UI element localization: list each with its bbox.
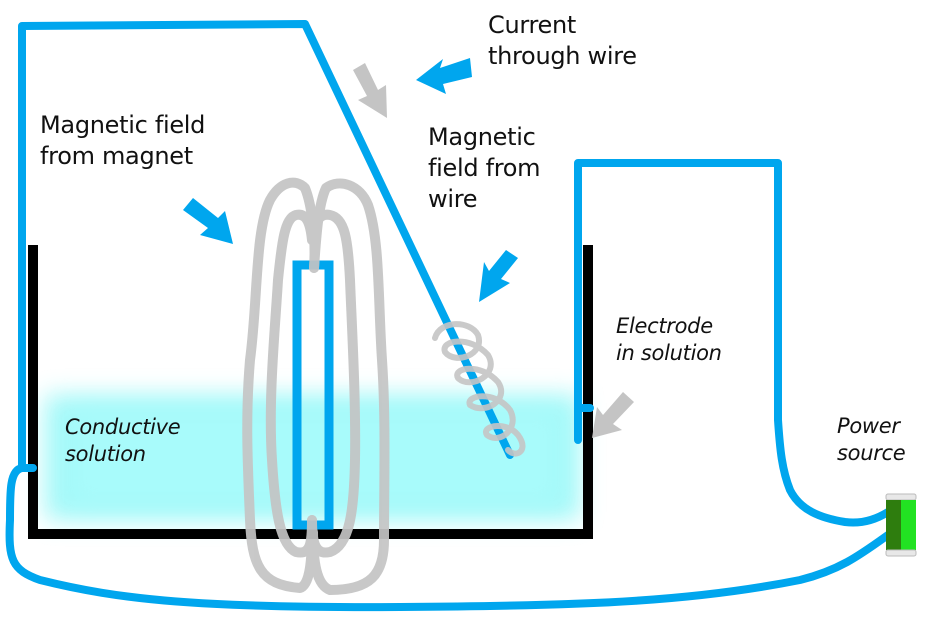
arrow-icon bbox=[353, 63, 387, 118]
battery-icon bbox=[885, 493, 917, 557]
circuit-wire bbox=[5, 20, 892, 612]
label-magnetic-field-from-magnet: Magnetic field from magnet bbox=[40, 111, 206, 171]
label-current-through-wire: Current through wire bbox=[488, 11, 637, 71]
arrow-icon bbox=[592, 392, 634, 438]
arrow-icon bbox=[416, 58, 472, 94]
arrow-wire-field bbox=[479, 250, 518, 302]
arrow-current bbox=[416, 58, 472, 94]
wire-electrode bbox=[574, 159, 892, 527]
arrow-icon bbox=[479, 250, 518, 302]
label-conductive-solution: Conductive solution bbox=[65, 415, 181, 467]
arrow-icon bbox=[183, 198, 233, 244]
wire-bottom-loop bbox=[5, 464, 892, 612]
magnet-field-lines bbox=[242, 177, 390, 595]
wire-field-helix bbox=[432, 321, 526, 457]
label-power-source: Power source bbox=[837, 414, 906, 466]
arrow-electrode bbox=[592, 392, 634, 438]
arrow-magnet-field bbox=[183, 198, 233, 244]
label-electrode-in-solution: Electrode in solution bbox=[616, 314, 722, 366]
wire-left-top bbox=[18, 20, 514, 472]
arrow-current-direction bbox=[353, 63, 387, 118]
label-magnetic-field-from-wire: Magnetic field from wire bbox=[428, 123, 541, 214]
